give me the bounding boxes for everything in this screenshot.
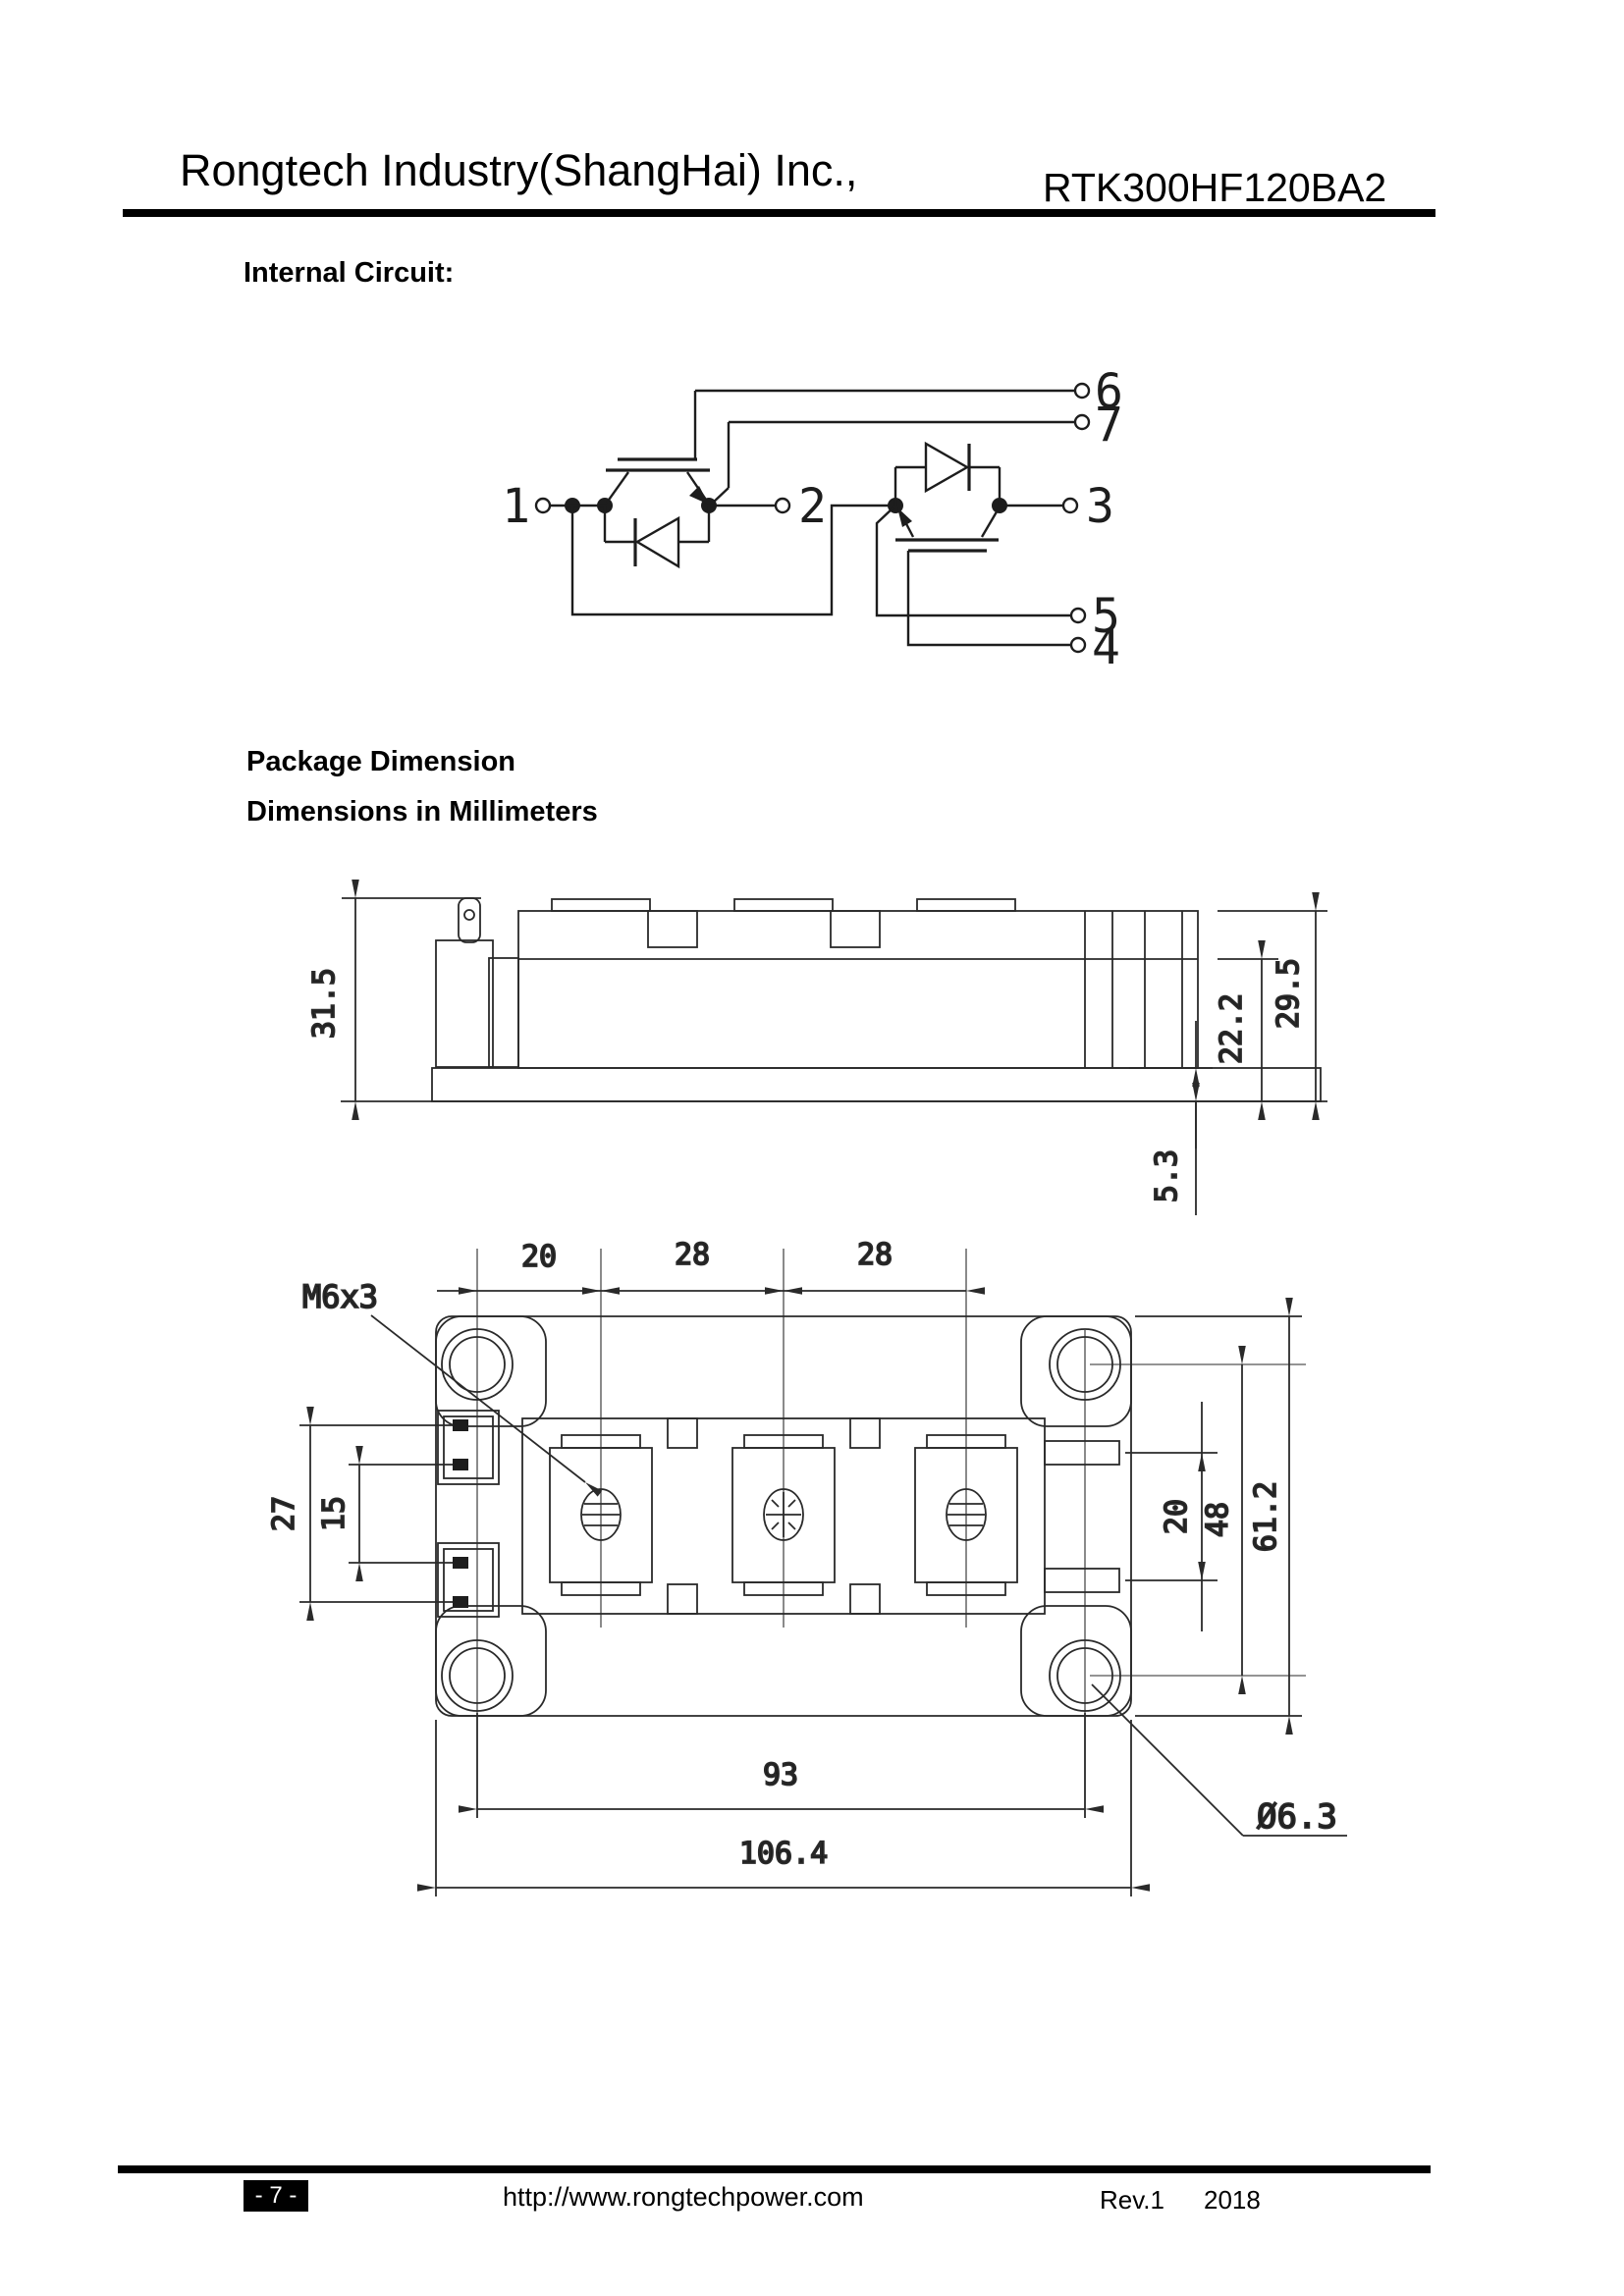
package-top-view: 20 28 28 M6x3 27 15 (266, 1237, 1347, 1896)
terminal-3-node (1061, 497, 1079, 514)
terminal-7-node (1073, 413, 1091, 431)
dim-29-5-label: 29.5 (1272, 958, 1306, 1029)
terminal-1-label: 1 (502, 479, 530, 534)
terminal-2-label: 2 (798, 479, 827, 534)
dim-5-3: 5.3 (1129, 1021, 1213, 1215)
dim-r20-label: 20 (1160, 1499, 1194, 1534)
diode-left (603, 506, 711, 569)
dim-5-3-label: 5.3 (1150, 1149, 1184, 1202)
terminal-4-label: 4 (1092, 620, 1120, 675)
baseplate (341, 1067, 1327, 1102)
igbt-left (550, 391, 776, 507)
aux-terminal-tab (435, 897, 519, 1068)
terminal-7-label: 7 (1095, 398, 1123, 453)
terminal-6-node (1073, 382, 1091, 400)
dim-28a-label: 28 (675, 1238, 710, 1272)
dim-31-5: 31.5 (306, 880, 481, 1120)
dim-connector-pins: 27 15 (266, 1407, 453, 1621)
hole-dia-callout: Ø6.3 (1091, 1683, 1347, 1838)
aux-connectors (437, 1410, 500, 1618)
company-name: Rongtech Industry(ShangHai) Inc., (180, 145, 858, 195)
header-rule (123, 209, 1435, 217)
gate-emitter-wires-right (875, 507, 1071, 647)
terminal-4-node (1069, 636, 1087, 654)
terminal-6-label: 6 (1095, 364, 1123, 419)
dim-27-label: 27 (267, 1496, 301, 1531)
mounting-holes (441, 1328, 1121, 1712)
dim-61-2-label: 61.2 (1249, 1481, 1283, 1552)
dim-top-chain: 20 28 28 (437, 1237, 985, 1295)
terminal-1-node (534, 497, 552, 514)
terminal-3-label: 3 (1086, 479, 1114, 534)
igbt-right (895, 504, 1063, 553)
gate-emitter-wires-left (695, 389, 1075, 505)
case-outline (517, 898, 1199, 1069)
page-number: - 7 - (254, 2182, 298, 2209)
diode-right (893, 441, 1001, 506)
hole-dia-label: Ø6.3 (1257, 1797, 1337, 1837)
terminal-5-node (1069, 607, 1087, 624)
website-url[interactable]: http://www.rongtechpower.com (503, 2182, 864, 2212)
interconnect-wire (570, 504, 889, 616)
terminal-5-label: 5 (1092, 589, 1120, 644)
dim-93-label: 93 (763, 1758, 798, 1792)
dim-31-5-label: 31.5 (307, 968, 342, 1039)
thread-callout: M6x3 (301, 1277, 603, 1497)
dim-106-4-label: 106.4 (739, 1837, 828, 1871)
internal-circuit-diagram: 1 2 3 6 7 5 4 (502, 364, 1123, 675)
page-number-badge: - 7 - (244, 2180, 308, 2212)
revision-year: 2018 (1204, 2185, 1261, 2215)
dimensions-units-title: Dimensions in Millimeters (246, 796, 598, 828)
package-dimension-title: Package Dimension (246, 746, 515, 777)
dim-bottom-stack: 93 106.4 (417, 1713, 1150, 1896)
dim-22-2: 22.2 (1214, 940, 1278, 1120)
dim-15-label: 15 (317, 1496, 352, 1531)
terminal-2-node (774, 497, 791, 514)
internal-circuit-title: Internal Circuit: (244, 257, 455, 289)
dim-28b-label: 28 (857, 1238, 893, 1272)
dim-48-label: 48 (1201, 1502, 1235, 1537)
dim-20-label: 20 (521, 1240, 557, 1274)
revision-label: Rev.1 (1100, 2185, 1164, 2215)
thread-callout-label: M6x3 (302, 1278, 378, 1315)
package-side-view: 31.5 29.5 22.2 5.3 (306, 880, 1327, 1215)
part-number: RTK300HF120BA2 (1043, 165, 1387, 210)
dim-29-5: 29.5 (1218, 892, 1327, 1120)
dim-22-2-label: 22.2 (1215, 993, 1249, 1064)
footer-rule (118, 2165, 1431, 2173)
dim-right-stack: 20 48 61.2 (1125, 1298, 1302, 1735)
